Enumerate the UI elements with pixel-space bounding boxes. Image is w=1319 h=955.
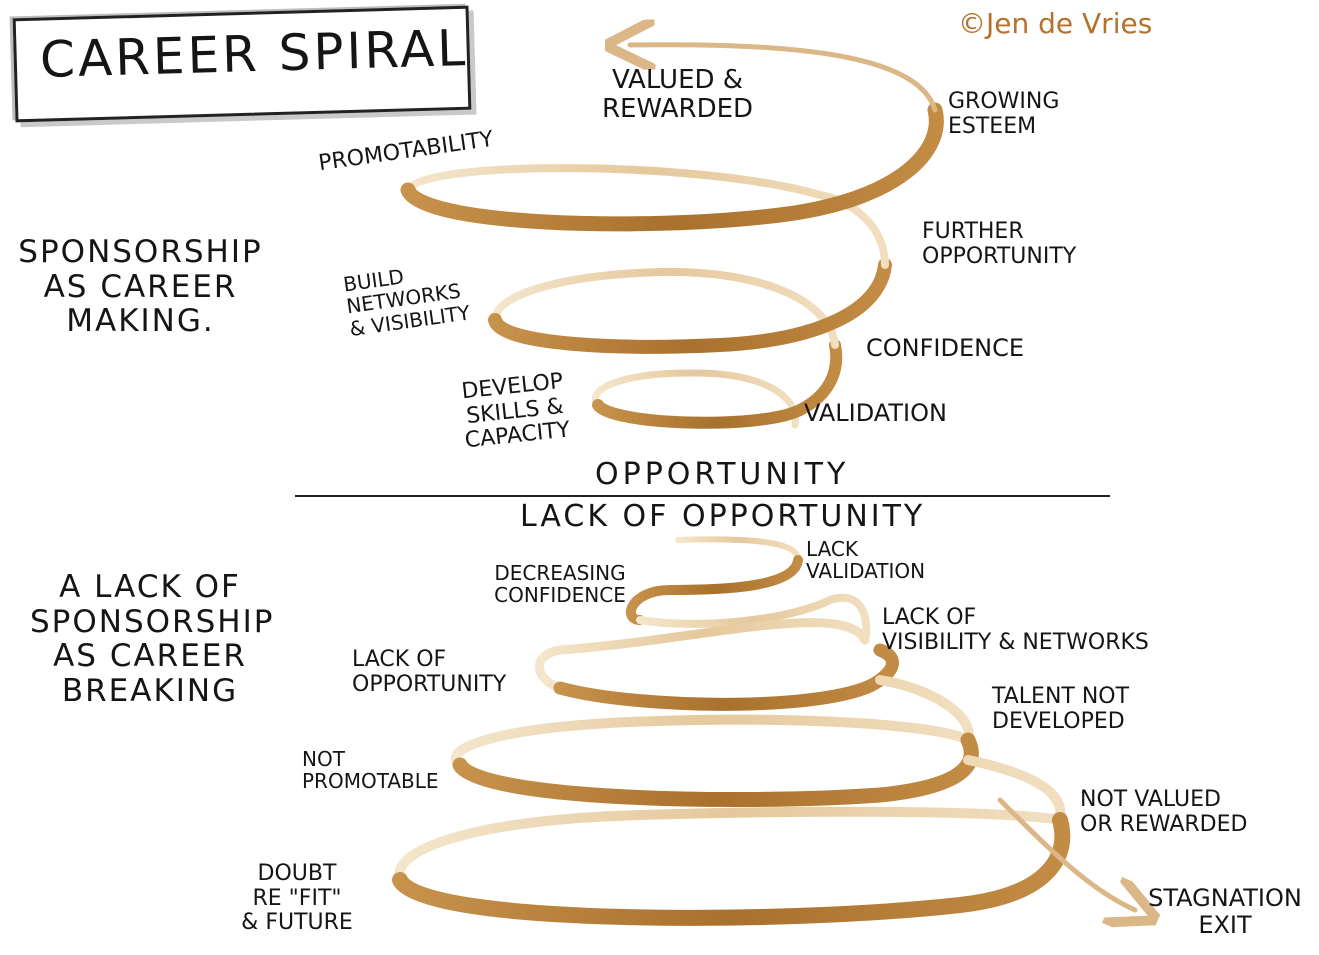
label-not-promotable: NOT PROMOTABLE [302, 747, 439, 794]
upper-section-heading: SPONSORSHIP AS CAREER MAKING. [18, 234, 263, 340]
label-doubt-fit-future: DOUBT RE "FIT" & FUTURE [241, 861, 353, 936]
upper-spiral [400, 45, 944, 429]
label-growing-esteem: GROWING ESTEEM [948, 89, 1060, 139]
author-credit: ©Jen de Vries [958, 7, 1153, 40]
lower-loop-4-front [392, 812, 1071, 926]
label-develop-skills: DEVELOP SKILLS & CAPACITY [460, 368, 572, 454]
lower-section-heading: A LACK OF SPONSORSHIP AS CAREER BREAKING [30, 569, 275, 710]
lower-loop-3-front [452, 732, 979, 808]
lack-of-opportunity-label: LACK OF OPPORTUNITY [520, 499, 926, 534]
label-confidence: CONFIDENCE [866, 334, 1025, 362]
lower-exit-arrow [997, 797, 1135, 910]
lower-loop-1-front [625, 555, 803, 625]
label-valued-rewarded: VALUED & REWARDED [601, 65, 754, 125]
lower-loop-2-front [534, 618, 870, 693]
label-decreasing-confidence: DECREASING CONFIDENCE [494, 561, 626, 608]
label-stagnation-exit: STAGNATION EXIT [1148, 884, 1302, 939]
upper-loop-2-back [491, 267, 839, 349]
upper-loop-2-front [488, 258, 892, 354]
lower-loop-4-back [394, 755, 1066, 885]
upper-loop-1-back [591, 369, 799, 429]
lower-spiral [392, 536, 1135, 926]
lower-loop-1-back [636, 593, 871, 644]
label-lack-validation: LACK VALIDATION [806, 537, 926, 584]
label-further-opportunity: FURTHER OPPORTUNITY [922, 219, 1077, 269]
label-talent-not-developed: TALENT NOT DEVELOPED [992, 684, 1130, 734]
upper-top-arrow [630, 45, 938, 113]
label-lack-of-opportunity: LACK OF OPPORTUNITY [352, 647, 507, 697]
upper-loop-3-front [400, 102, 944, 232]
label-not-valued-rewarded: NOT VALUED OR REWARDED [1080, 787, 1248, 837]
label-validation: VALIDATION [804, 399, 947, 427]
page-title: CAREER SPIRAL [39, 19, 469, 89]
upper-loop-3-back [404, 164, 889, 269]
upper-loop-1-front [592, 339, 843, 429]
label-lack-visibility-networks: LACK OF VISIBILITY & NETWORKS [882, 605, 1149, 655]
lower-loop-2-bottom [553, 643, 899, 711]
opportunity-label: OPPORTUNITY [595, 457, 850, 492]
lower-start-back [675, 536, 801, 563]
lower-loop-3-back [450, 675, 974, 770]
